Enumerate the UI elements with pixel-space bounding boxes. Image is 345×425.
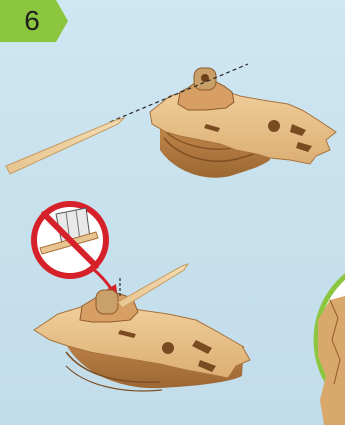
bottom-skewer bbox=[118, 264, 188, 308]
top-skewer bbox=[6, 118, 124, 174]
no-blade-warning-icon bbox=[34, 204, 106, 276]
top-wooden-assembly bbox=[110, 64, 336, 178]
detail-inset-partial bbox=[316, 256, 345, 425]
